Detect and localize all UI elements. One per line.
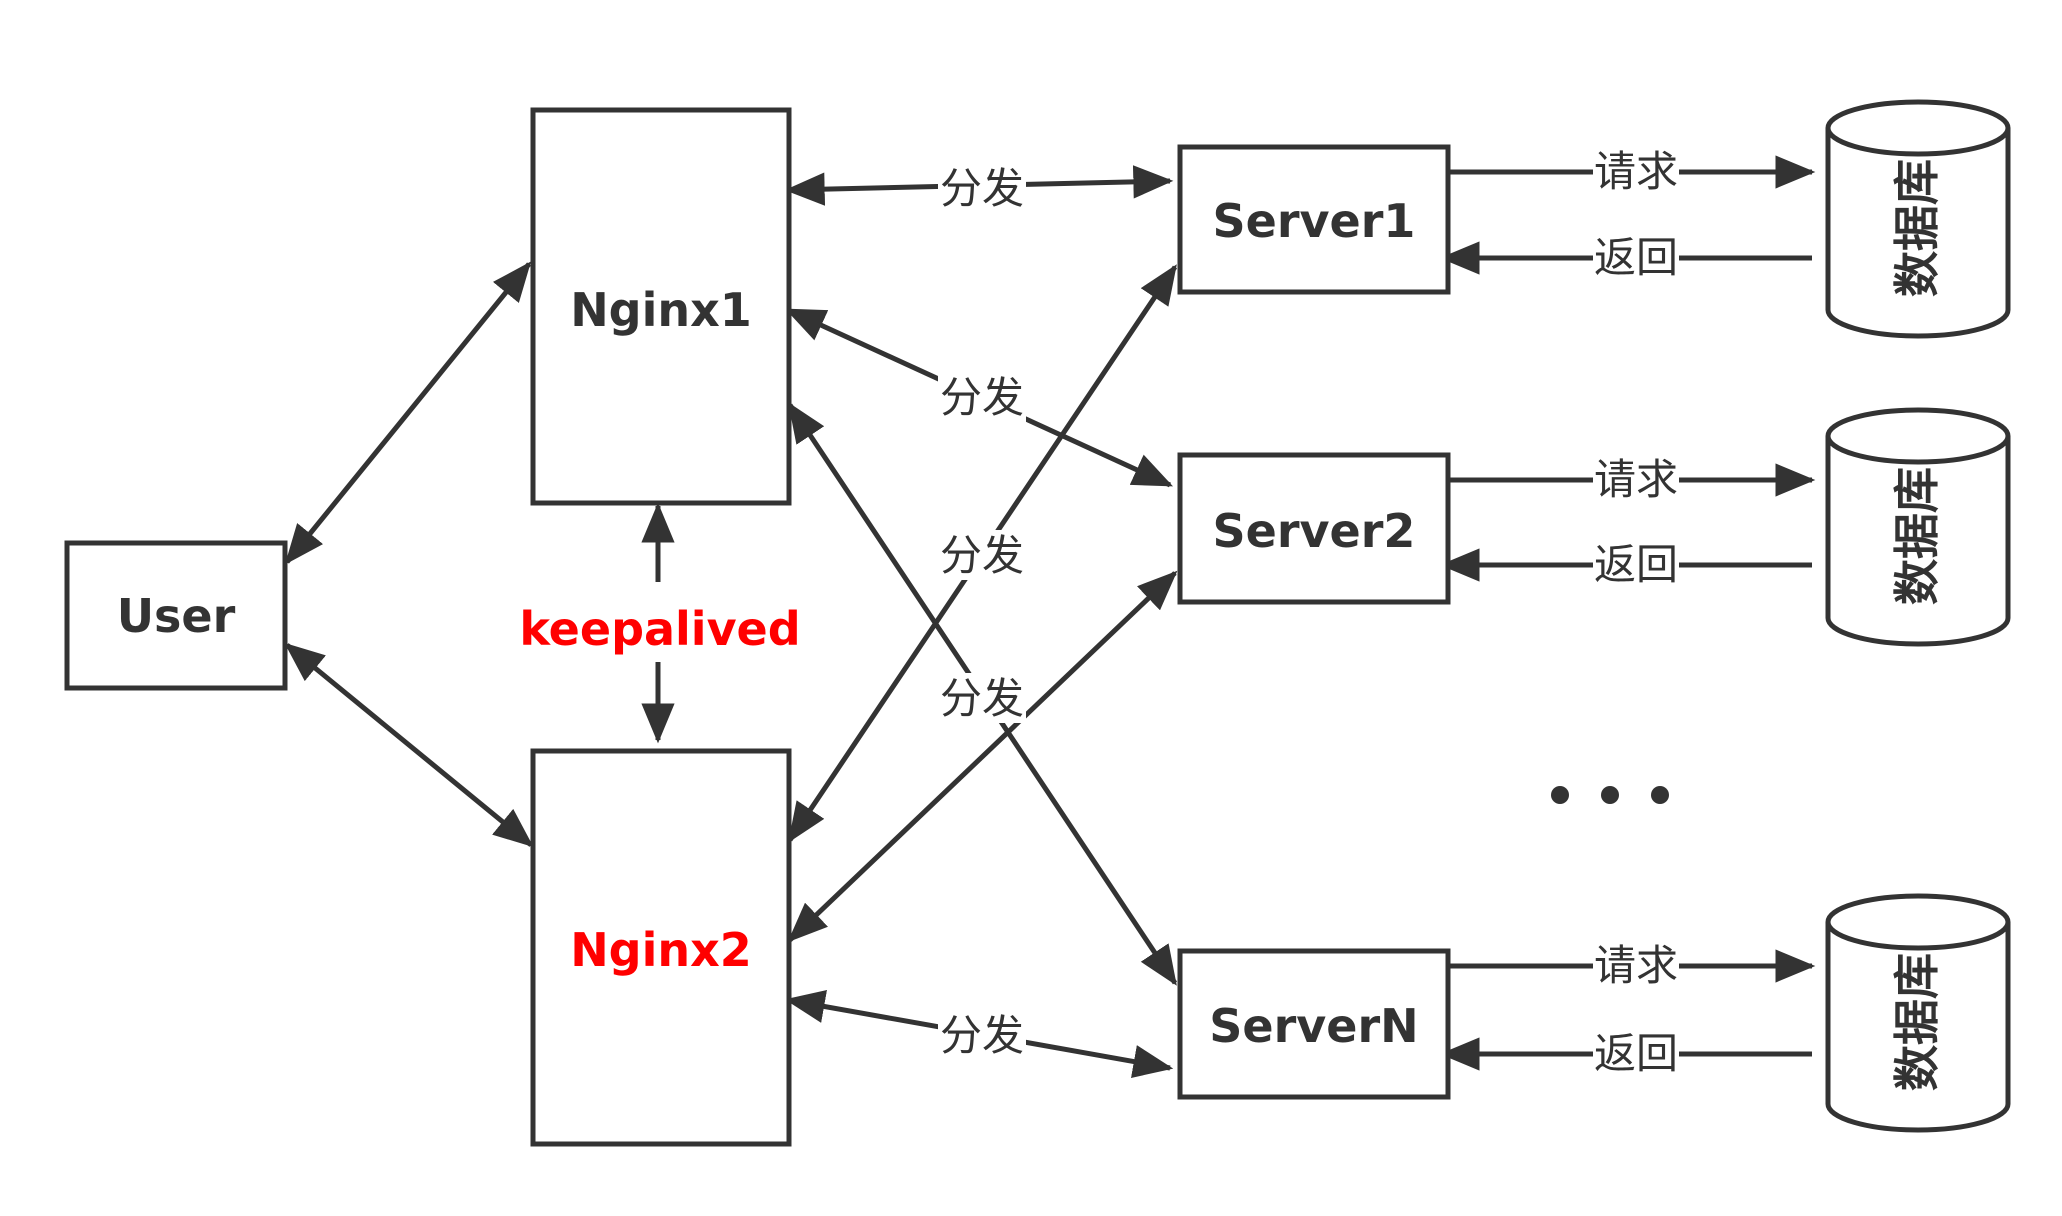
svg-text:返回: 返回 <box>1594 1029 1678 1078</box>
database-N: 数据库 <box>1825 893 2011 1133</box>
edge-label-nginx1-server2: 分发 <box>938 372 1026 422</box>
database-2: 数据库 <box>1825 407 2011 647</box>
ellipsis-dot <box>1601 786 1619 804</box>
node-nginx2-label: Nginx2 <box>570 923 752 977</box>
edge-label-return-N: 返回 <box>1593 1029 1679 1078</box>
node-user-label: User <box>117 589 236 643</box>
database-1: 数据库 <box>1825 99 2011 339</box>
ellipsis-dot <box>1651 786 1669 804</box>
edge-label-request-2: 请求 <box>1593 455 1679 504</box>
node-nginx2: Nginx2 <box>530 748 792 1147</box>
node-nginx1-label: Nginx1 <box>570 283 752 337</box>
edge-label-request-N: 请求 <box>1593 941 1679 990</box>
svg-text:分发: 分发 <box>940 531 1024 580</box>
edge-label-nginx2-server1: 分发 <box>938 530 1026 580</box>
edge-user-nginx1 <box>284 261 532 565</box>
edge-label-nginx2-serverN: 分发 <box>938 1010 1026 1060</box>
edge-label-return-1: 返回 <box>1593 233 1679 282</box>
svg-text:请求: 请求 <box>1594 941 1678 990</box>
node-server2: Server2 <box>1177 452 1451 605</box>
node-nginx1: Nginx1 <box>530 107 792 506</box>
ellipsis-more-servers <box>1551 786 1669 804</box>
svg-text:分发: 分发 <box>940 1011 1024 1060</box>
edge-nginx2-server2 <box>787 570 1178 943</box>
edge-label-return-2: 返回 <box>1593 540 1679 589</box>
node-user: User <box>64 540 288 691</box>
svg-text:返回: 返回 <box>1594 233 1678 282</box>
node-serverN-label: ServerN <box>1209 999 1418 1053</box>
svg-text:请求: 请求 <box>1594 147 1678 196</box>
svg-text:分发: 分发 <box>940 674 1024 723</box>
node-serverN: ServerN <box>1177 948 1451 1100</box>
node-server1-label: Server1 <box>1213 194 1416 248</box>
edge-label-nginx1-server1: 分发 <box>938 163 1026 213</box>
database-1-label: 数据库 <box>1890 159 1944 297</box>
svg-text:请求: 请求 <box>1594 455 1678 504</box>
edge-label-request-1: 请求 <box>1593 147 1679 196</box>
edge-label-nginx1-serverN: 分发 <box>938 673 1026 723</box>
svg-text:分发: 分发 <box>940 164 1024 213</box>
node-server2-label: Server2 <box>1213 504 1416 558</box>
ellipsis-dot <box>1551 786 1569 804</box>
node-server1: Server1 <box>1177 144 1451 295</box>
svg-text:分发: 分发 <box>940 373 1024 422</box>
edge-user-nginx2 <box>284 642 534 848</box>
svg-text:返回: 返回 <box>1594 540 1678 589</box>
keepalived-label: keepalived <box>519 602 800 656</box>
database-N-label: 数据库 <box>1890 953 1944 1091</box>
database-2-label: 数据库 <box>1890 467 1944 605</box>
